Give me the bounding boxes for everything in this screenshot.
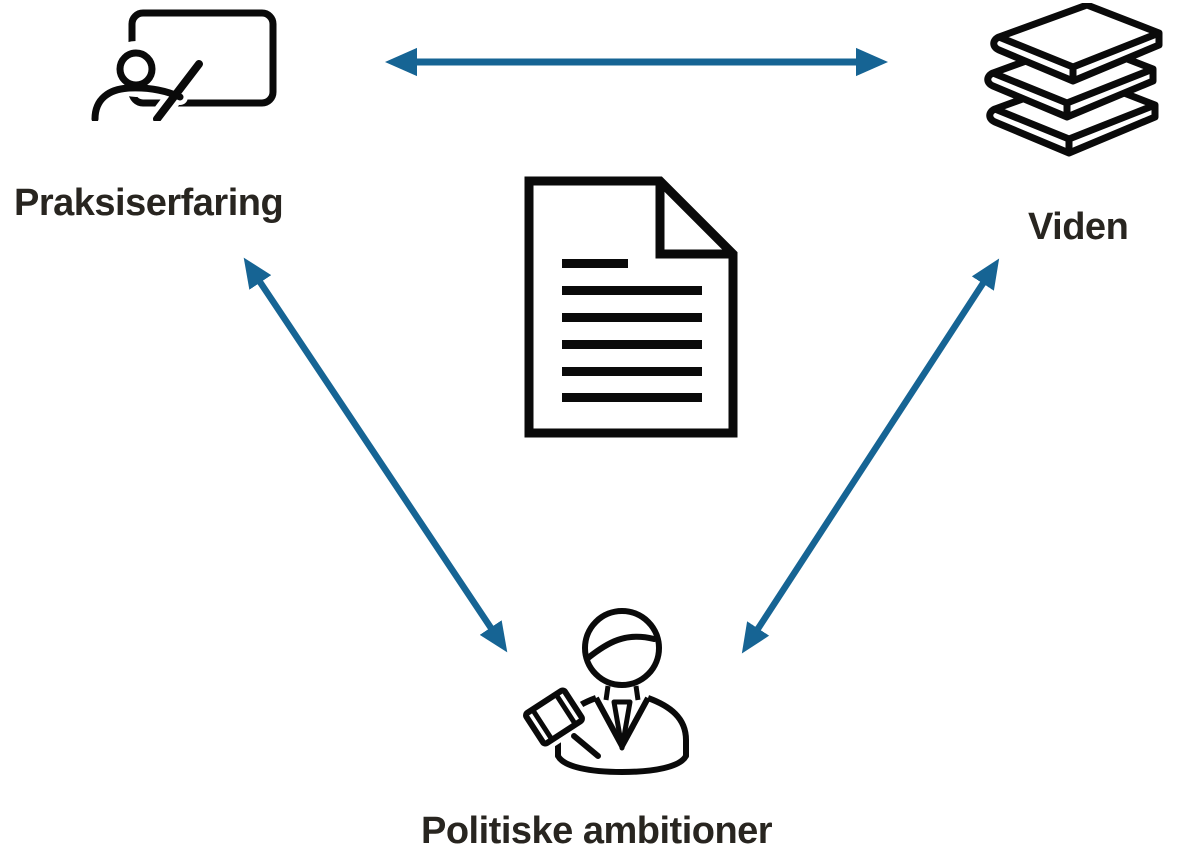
gavel bbox=[519, 683, 605, 763]
document-icon bbox=[524, 176, 738, 438]
node-label-politiske-ambitioner: Politiske ambitioner bbox=[421, 810, 773, 852]
node-label-viden: Viden bbox=[1028, 206, 1129, 248]
presenter-board-icon bbox=[87, 9, 277, 121]
books-stack-icon bbox=[984, 3, 1163, 157]
politician-gavel-icon bbox=[519, 608, 689, 775]
node-label-praksiserfaring: Praksiserfaring bbox=[14, 182, 284, 224]
document-text-lines bbox=[562, 259, 702, 402]
arrow-viden-politiske-ambitioner bbox=[741, 258, 1000, 654]
arrow-praksiserfaring-politiske-ambitioner bbox=[243, 257, 508, 653]
